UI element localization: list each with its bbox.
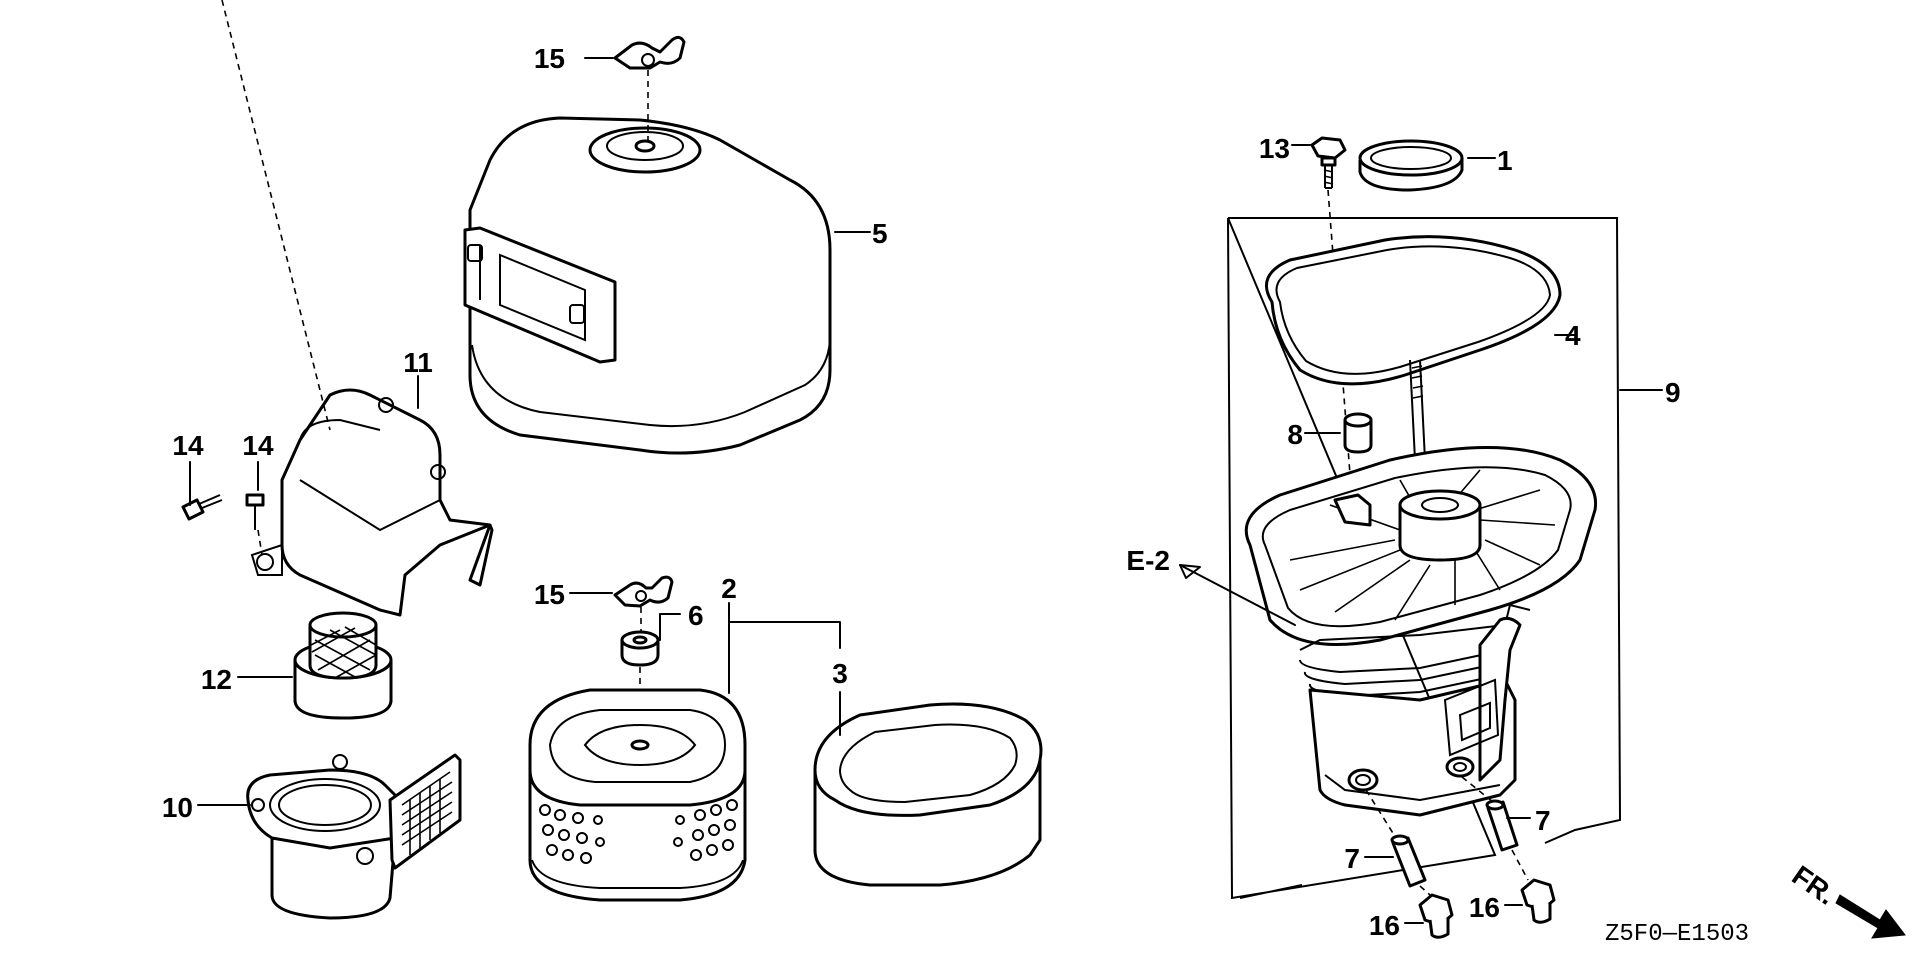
- part-6-grommet: [620, 630, 660, 667]
- part-5-air-cleaner-cover: [463, 116, 832, 455]
- callout-15-top: 15: [534, 43, 565, 74]
- part-16-cap-b: [1520, 878, 1556, 924]
- part-10-elbow: [246, 753, 462, 920]
- callout-labels: 15 5 1 13 4 9 8 11 14 14 15 6 2 3 12 10 …: [162, 43, 1681, 941]
- part-7-tube-b: [1485, 799, 1519, 852]
- part-3-foam-element: [813, 702, 1043, 887]
- part-11-cover: [250, 388, 494, 617]
- callout-8: 8: [1287, 419, 1303, 450]
- callout-7-right: 7: [1535, 805, 1551, 836]
- arrow-down-right-icon: [1835, 894, 1906, 939]
- diagram-code: Z5F0—E1503: [1605, 921, 1749, 948]
- callout-12: 12: [201, 664, 232, 695]
- callout-2: 2: [721, 573, 737, 604]
- callout-16-right: 16: [1469, 892, 1500, 923]
- callout-14-left: 14: [172, 430, 204, 461]
- callout-3: 3: [832, 658, 848, 689]
- callout-14-right: 14: [242, 430, 274, 461]
- callout-16-left: 16: [1369, 910, 1400, 941]
- callout-6: 6: [688, 600, 704, 631]
- front-direction-indicator: FR.: [1787, 860, 1906, 939]
- part-13-bolt: [1310, 136, 1347, 189]
- part-4-gasket: [1265, 235, 1562, 386]
- leader-lines: [189, 57, 1663, 924]
- part-8-collar: [1343, 412, 1373, 454]
- callout-13: 13: [1259, 133, 1290, 164]
- part-1-seal-ring: [1358, 139, 1464, 192]
- callout-9: 9: [1665, 377, 1681, 408]
- part-12-screen-filter: [293, 611, 393, 720]
- callout-15-mid: 15: [534, 579, 565, 610]
- part-15-wing-nut-top: [613, 35, 686, 70]
- callout-7-left: 7: [1344, 843, 1360, 874]
- callout-5: 5: [872, 218, 888, 249]
- front-label: FR.: [1787, 860, 1842, 911]
- part-15-wing-nut-mid: [613, 575, 674, 608]
- callout-10: 10: [162, 792, 193, 823]
- callout-11: 11: [403, 347, 433, 378]
- part-2-filter-element: [528, 688, 747, 902]
- part-14-screw-b: [245, 493, 265, 530]
- callout-4: 4: [1565, 320, 1581, 351]
- part-7-tube-a: [1390, 834, 1427, 888]
- part-14-screw-a: [181, 494, 223, 521]
- part-16-cap-a: [1418, 893, 1454, 939]
- ref-e2: E-2: [1126, 545, 1170, 576]
- air-cleaner-case: [1244, 359, 1598, 817]
- callout-1: 1: [1497, 145, 1513, 176]
